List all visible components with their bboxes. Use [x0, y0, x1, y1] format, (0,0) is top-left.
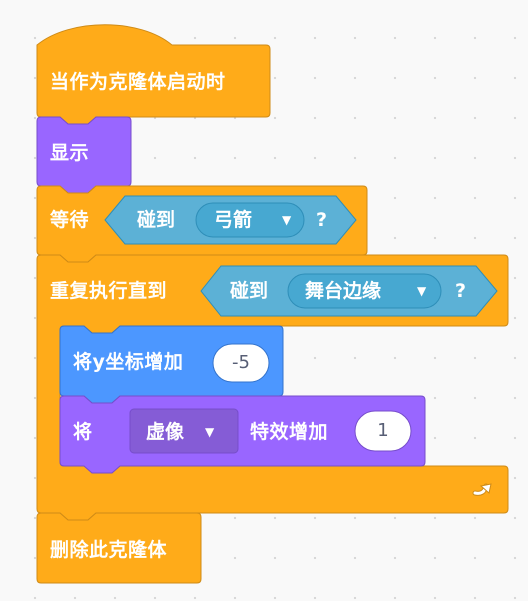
change-effect-value: 1 — [377, 420, 389, 441]
effect-type-value: 虚像 — [146, 421, 185, 443]
dropdown-caret-icon: ▼ — [417, 284, 427, 298]
dropdown-caret-icon: ▼ — [205, 425, 215, 439]
touching-label: 碰到 — [137, 209, 176, 231]
change-y-value-input[interactable] — [212, 343, 270, 383]
touching-target-dropdown[interactable] — [195, 202, 305, 238]
touching-edge-question-mark: ? — [455, 280, 467, 302]
repeat-until-label: 重复执行直到 — [50, 280, 168, 302]
hat-block-label: 当作为克隆体启动时 — [50, 71, 226, 93]
change-y-value: -5 — [232, 352, 250, 373]
show-block-label: 显示 — [50, 142, 90, 164]
wait-until-label: 等待 — [50, 209, 90, 231]
touching-target-value: 弓箭 — [214, 209, 253, 231]
effect-type-dropdown[interactable] — [129, 408, 239, 454]
delete-clone-block[interactable] — [36, 512, 202, 584]
change-y-label: 将y坐标增加 — [73, 351, 184, 373]
change-effect-prefix-label: 将 — [73, 421, 93, 443]
touching-question-mark: ? — [316, 209, 328, 231]
delete-clone-label: 删除此克隆体 — [50, 539, 168, 561]
dropdown-caret-icon: ▼ — [282, 213, 292, 227]
change-effect-value-input[interactable] — [354, 410, 412, 452]
change-effect-suffix-label: 特效增加 — [250, 421, 329, 443]
touching-edge-label: 碰到 — [230, 280, 269, 302]
loop-arrow-icon — [472, 483, 492, 496]
touching-edge-target-dropdown[interactable] — [287, 273, 442, 309]
touching-edge-target-value: 舞台边缘 — [305, 280, 382, 302]
